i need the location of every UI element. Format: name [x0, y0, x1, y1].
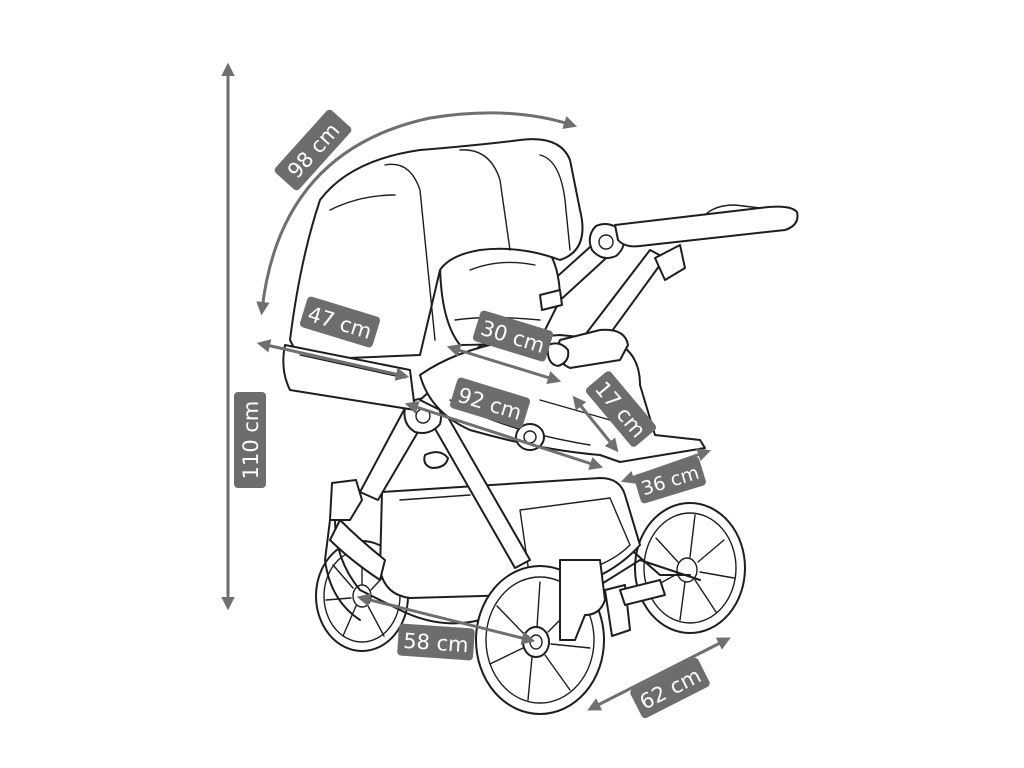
track-arrow: [587, 637, 731, 711]
label-total-height: 110 cm: [234, 392, 266, 488]
canopy-arc-arrow: [256, 111, 578, 316]
svg-text:58 cm: 58 cm: [402, 629, 469, 658]
svg-text:110 cm: 110 cm: [239, 401, 263, 480]
dimension-lines: [221, 62, 731, 711]
stroller-drawing: [282, 138, 799, 715]
seat-length-arrow: [256, 339, 410, 381]
wheelbase-arrow: [356, 593, 536, 645]
label-wheelbase: 58 cm: [397, 623, 475, 661]
total-length-arrow: [404, 401, 604, 470]
label-footrest-width: 36 cm: [634, 456, 706, 504]
rear-right-wheel: [634, 502, 746, 634]
seat-width-arrow: [446, 343, 562, 385]
label-wheel-track: 62 cm: [630, 657, 710, 719]
footrest-height-arrow: [572, 395, 619, 453]
